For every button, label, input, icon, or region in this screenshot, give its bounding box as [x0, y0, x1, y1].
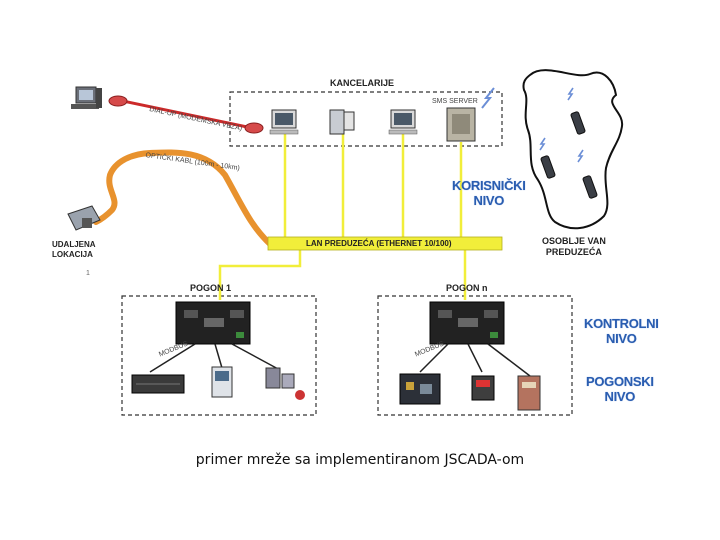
- modbus-cable-1b: [214, 343, 223, 369]
- modbus-cable-1c: [231, 343, 281, 371]
- remote-location-computer-icon: [67, 205, 101, 231]
- user-level-label-line-2: NIVO: [473, 193, 505, 208]
- plant-1-box: [121, 295, 317, 416]
- panel-meter-icon: [471, 375, 495, 401]
- remote-location-label-line-2: LOKACIJA: [52, 250, 93, 259]
- remote-location-label: UDALJENA LOKACIJA: [52, 240, 96, 260]
- electrical-cabinet-icon: [517, 375, 541, 411]
- remote-computer-icon: [71, 86, 102, 109]
- lan-label: LAN PREDUZEĆA (ETHERNET 10/100): [306, 239, 452, 248]
- modbus-cable-1: [149, 343, 196, 373]
- remote-location-label-line-1: UDALJENA: [52, 240, 96, 249]
- automation-devices-icon: [265, 367, 305, 400]
- modbus-cable-n: [419, 343, 449, 373]
- controller-unit-n-icon: [429, 301, 505, 345]
- plant-level-label-line-2: NIVO: [604, 389, 636, 404]
- staff-area: [522, 69, 624, 230]
- control-level-label-line-2: NIVO: [605, 331, 637, 346]
- control-level-label-line-1: KONTROLNI: [584, 316, 659, 331]
- plant-level-label-line-1: POGONSKI: [586, 374, 654, 389]
- office-server-icon: [329, 109, 355, 135]
- control-level-label: KONTROLNI NIVO: [584, 316, 659, 346]
- plant-level-label: POGONSKI NIVO: [586, 374, 654, 404]
- offices-box: [229, 91, 503, 147]
- control-cabinet-icon: [211, 366, 233, 398]
- figure-caption: primer mreže sa implementiranom JSCADA-o…: [195, 452, 525, 468]
- modem-icon: [108, 95, 264, 134]
- modbus-cable-nb: [467, 343, 483, 373]
- rack-device-icon: [131, 374, 185, 394]
- staff-label-line-2: PREDUZEĆA: [545, 247, 602, 257]
- lan-bar: [267, 236, 503, 251]
- office-workstation-icon: [269, 109, 299, 135]
- staff-label-line-1: OSOBLJE VAN: [542, 236, 606, 246]
- wireless-icon: [481, 87, 495, 109]
- fiber-cable: [93, 149, 273, 247]
- plant-1-label: POGON 1: [190, 283, 232, 293]
- dialup-line: [117, 98, 253, 130]
- industrial-hall-icon: [399, 373, 441, 405]
- modbus-cable-nc: [487, 343, 531, 377]
- stray-mark: 1: [86, 270, 90, 277]
- user-level-label-line-1: KORISNIČKI: [452, 178, 526, 193]
- office-workstation-icon: [388, 109, 418, 135]
- sms-server-label: SMS SERVER: [432, 98, 478, 105]
- controller-unit-1-icon: [175, 301, 251, 345]
- wireless-icon: [539, 87, 584, 163]
- drop-line-plant-1: [218, 250, 302, 300]
- mobile-phone-icon: [540, 111, 598, 199]
- user-level-label: KORISNIČKI NIVO: [452, 178, 526, 208]
- plant-n-label: POGON n: [446, 283, 488, 293]
- plant-n-box: [377, 295, 573, 416]
- sms-server-icon: [446, 107, 476, 142]
- offices-label: KANCELARIJE: [330, 78, 395, 88]
- staff-label: OSOBLJE VAN PREDUZEĆA: [542, 236, 606, 258]
